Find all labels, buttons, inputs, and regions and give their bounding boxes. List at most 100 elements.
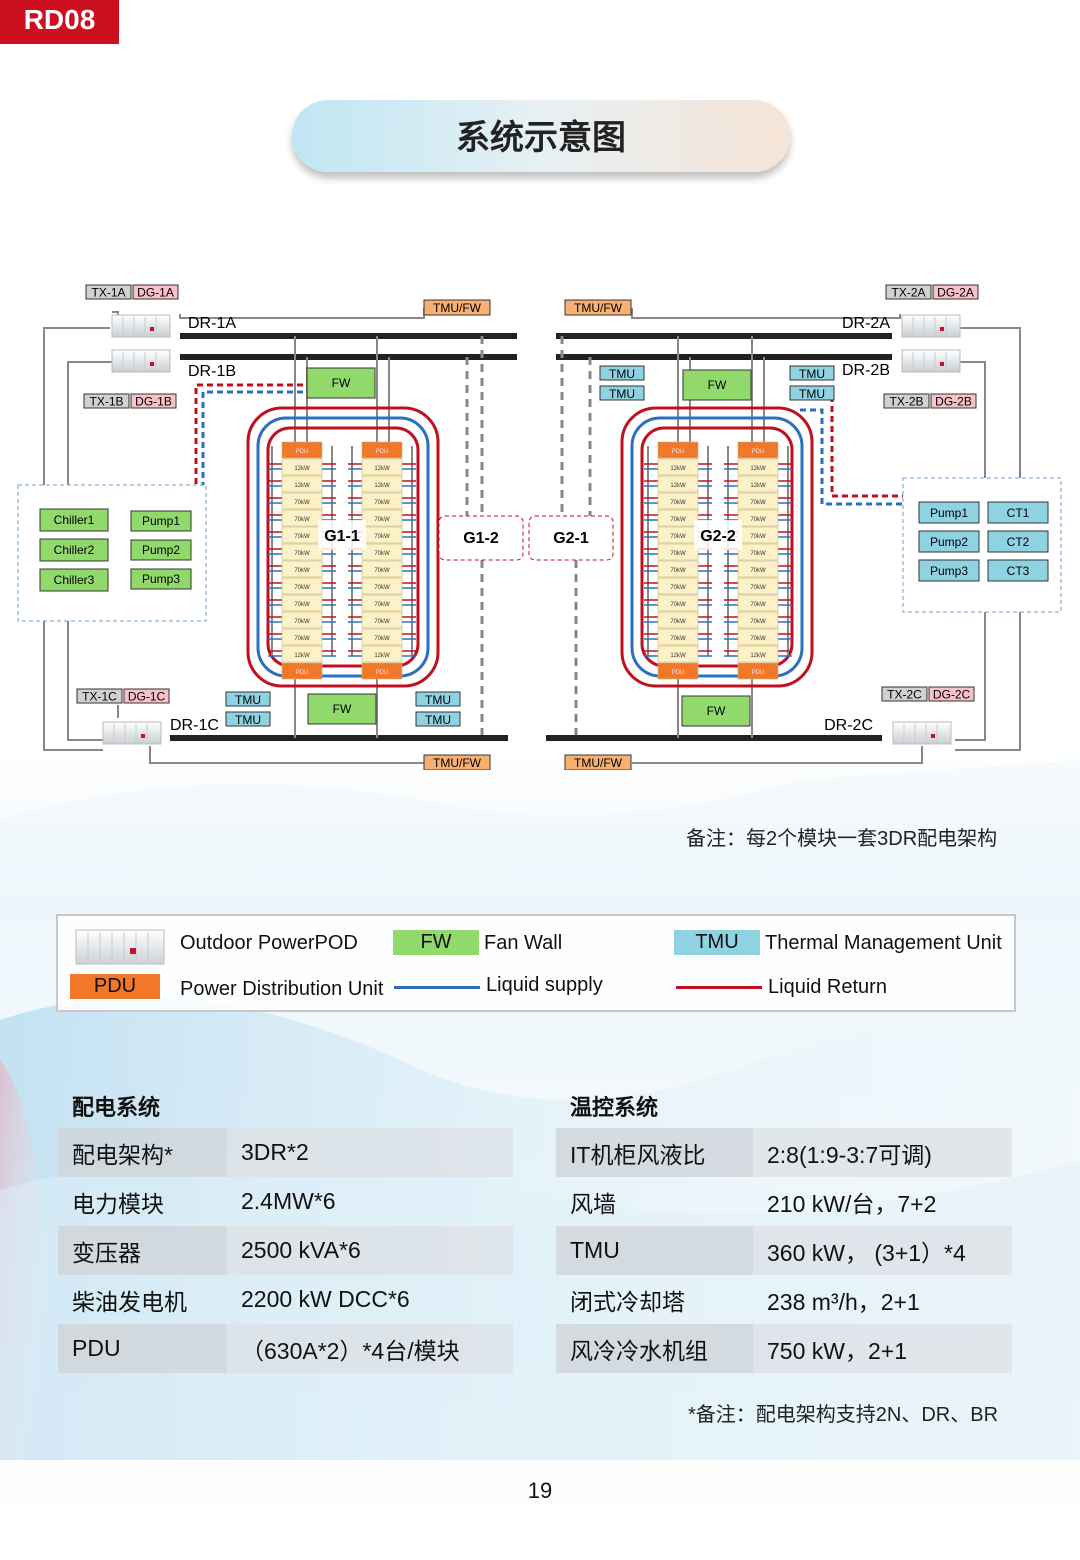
rack-cell	[737, 594, 779, 612]
rack-cell-label: 12kW	[670, 466, 686, 472]
rack-cell-label: 70kW	[294, 534, 310, 540]
pdu-cell	[281, 662, 323, 680]
rack-cell	[281, 509, 323, 527]
cooling-tower-box	[987, 559, 1049, 582]
page-number: 19	[527, 1478, 553, 1503]
note-architecture: *备注：配电架构支持2N、DR、BR	[688, 1404, 999, 1426]
rack-cell	[361, 628, 403, 646]
rack-cell-label: PDU	[296, 670, 309, 676]
generator-label: DG-1A	[137, 286, 174, 300]
group-label-g2-1: G2-1	[553, 530, 589, 547]
rack-cell-label: 70kW	[294, 585, 310, 591]
transformer-tag	[76, 688, 123, 704]
tmu-label: TMU	[235, 713, 261, 727]
tmu-box	[789, 385, 835, 401]
rack-cell-label: 70kW	[374, 551, 390, 557]
rack-cell-label: 70kW	[670, 585, 686, 591]
dr-2c-label: DR-2C	[824, 717, 873, 734]
thermal-value: 750 kW，2+1	[753, 1324, 1012, 1373]
rack-cell	[657, 509, 699, 527]
fan-wall-label: FW	[708, 378, 727, 392]
rack-cell-label: 70kW	[670, 500, 686, 506]
tmu-box	[225, 711, 271, 727]
rack-cell-label: PDU	[296, 449, 309, 455]
cooling-tower-box	[987, 501, 1049, 524]
rack-cell	[657, 492, 699, 510]
rack-cell	[657, 543, 699, 561]
tmu-box	[789, 365, 835, 381]
pdu-cell	[737, 441, 779, 459]
legend-tmu: Thermal Management Unit	[765, 932, 1002, 954]
rack-cell-label: 70kW	[374, 619, 390, 625]
legend-return-line	[676, 986, 762, 989]
transformer-tag	[883, 393, 930, 409]
pump-label: Pump1	[142, 514, 180, 528]
legend: Outdoor PowerPOD FW Fan Wall TMU Thermal…	[56, 914, 1016, 1012]
thermal-section-title: 温控系统	[570, 1095, 659, 1120]
rack-cell-label: 12kW	[294, 483, 310, 489]
note-3dr: 备注：每2个模块一套3DR配电架构	[686, 828, 998, 850]
fan-wall-box	[682, 369, 752, 401]
rack-cell	[361, 543, 403, 561]
rack-cell	[281, 560, 323, 578]
rack-cell-label: 70kW	[670, 517, 686, 523]
pump-box	[918, 501, 980, 524]
generator-label: DG-2C	[933, 688, 971, 702]
tmu-label: TMU	[799, 367, 825, 381]
pdu-cell	[737, 662, 779, 680]
rack-cell	[737, 458, 779, 476]
thermal-label: 闭式冷却塔	[570, 1288, 685, 1315]
tmu-box	[415, 711, 461, 727]
legend-pdu-chip: PDU	[70, 974, 160, 999]
rack-cell	[361, 509, 403, 527]
rack-cell	[361, 594, 403, 612]
rack-cell	[737, 475, 779, 493]
rack-cell	[281, 492, 323, 510]
rack-cell-label: 70kW	[750, 568, 766, 574]
generator-label: DG-2A	[937, 286, 974, 300]
rack-cell-label: 12kW	[750, 653, 766, 659]
transformer-tag	[85, 284, 132, 300]
rack-cell	[281, 594, 323, 612]
fan-wall-box	[307, 693, 377, 725]
rack-cell	[737, 560, 779, 578]
legend-tmu-chip: TMU	[674, 930, 760, 955]
pump-label: Pump3	[142, 572, 180, 586]
rack-cell	[737, 628, 779, 646]
tmu-box	[415, 691, 461, 707]
rack-cell	[361, 645, 403, 663]
generator-tag	[932, 284, 979, 300]
dr-1c-label: DR-1C	[170, 717, 219, 734]
rack-cell	[737, 611, 779, 629]
rack-cell-label: 70kW	[374, 534, 390, 540]
rack-cell	[281, 458, 323, 476]
generator-tag	[130, 393, 177, 409]
thermal-label: TMU	[556, 1226, 753, 1275]
rack-cell	[361, 577, 403, 595]
group-label-g1-1: G1-1	[324, 528, 360, 545]
rack-cell-label: 70kW	[374, 500, 390, 506]
thermal-label: 风冷冷水机组	[556, 1324, 753, 1373]
pdu-cell	[281, 441, 323, 459]
powerpod-icon	[111, 314, 171, 338]
pdu-cell	[361, 441, 403, 459]
pump-label: Pump3	[930, 564, 968, 578]
transformer-label: TX-1A	[91, 286, 125, 300]
chiller-label: Chiller2	[54, 543, 95, 557]
generator-tag	[928, 686, 975, 702]
dr-2b-label: DR-2B	[842, 362, 890, 379]
power-value: （630A*2）*4台/模块	[227, 1324, 513, 1373]
pdu-cell	[361, 662, 403, 680]
dr-1a-label: DR-1A	[188, 315, 236, 332]
cooling-tower-box	[987, 530, 1049, 553]
tmu-label: TMU	[799, 387, 825, 401]
powerpod-icon	[111, 349, 171, 373]
tmu-fw-tag-1: TMU/FW	[433, 301, 482, 315]
legend-supply: Liquid supply	[486, 974, 603, 996]
page-tag: RD08	[0, 0, 119, 44]
